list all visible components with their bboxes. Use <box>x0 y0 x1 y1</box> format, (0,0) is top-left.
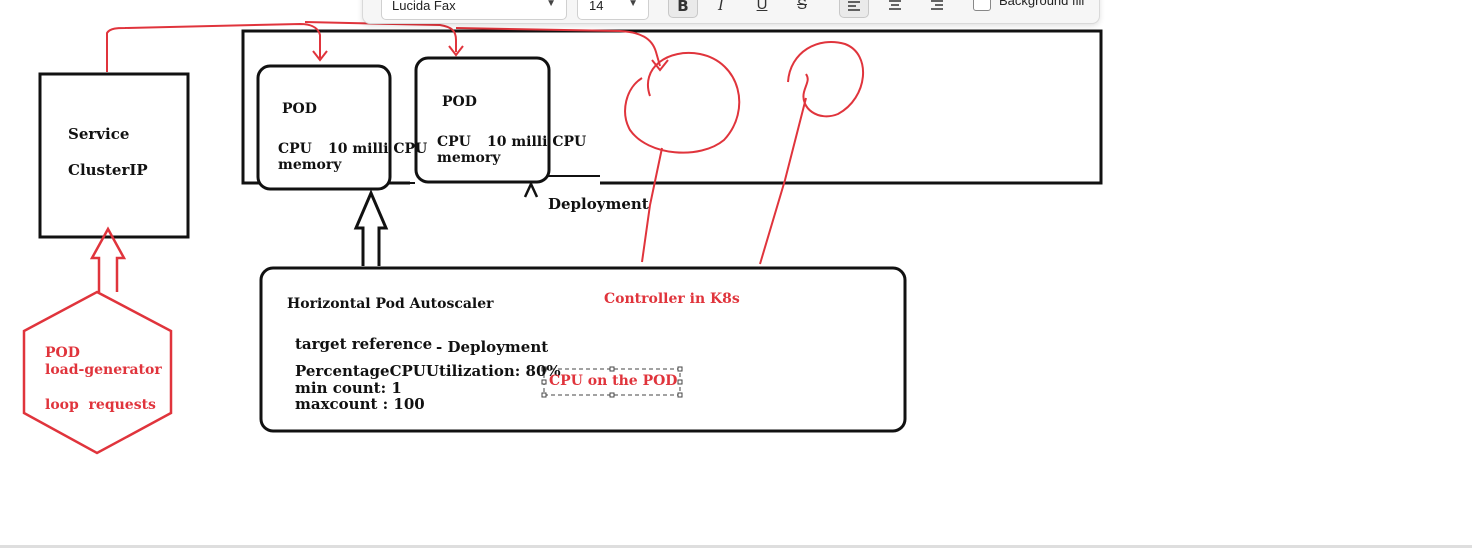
pod1-memory-label[interactable]: memory <box>278 157 342 173</box>
selection-handle[interactable] <box>541 392 547 398</box>
service-routing-line <box>106 22 321 72</box>
pod2-title[interactable]: POD <box>442 94 477 110</box>
font-family-value: Lucida Fax <box>392 0 456 13</box>
align-center-button[interactable] <box>880 0 910 18</box>
hpa-title[interactable]: Horizontal Pod Autoscaler <box>287 296 494 312</box>
pod2-box[interactable] <box>414 56 551 184</box>
pod1-box[interactable] <box>256 64 392 191</box>
strikethrough-button[interactable]: S <box>796 0 807 13</box>
italic-button[interactable]: I <box>718 0 724 14</box>
font-family-select[interactable]: Lucida Fax ▼ <box>381 0 567 20</box>
pod1-cpu-label[interactable]: CPU <box>278 141 312 157</box>
service-label[interactable]: Service <box>68 125 130 143</box>
cpu-utilization-note[interactable]: CPU on the POD <box>549 373 678 389</box>
text-format-toolbar: Lucida Fax ▼ 14 ▼ B I U S Background fil… <box>362 0 1100 24</box>
new-pod-scribble-1 <box>624 51 741 263</box>
selection-handle[interactable] <box>677 366 683 372</box>
pod2-cpu-value[interactable]: 10 milli CPU <box>487 134 587 150</box>
selection-handle[interactable] <box>609 392 615 398</box>
selection-handle[interactable] <box>609 366 615 372</box>
controller-note[interactable]: Controller in K8s <box>604 291 740 307</box>
background-fill-checkbox[interactable] <box>973 0 991 11</box>
deployment-label[interactable]: Deployment <box>548 195 649 213</box>
chevron-down-icon: ▼ <box>546 0 556 9</box>
deployment-frame[interactable] <box>241 29 1103 185</box>
background-fill-label: Background fill <box>999 0 1085 8</box>
route-arrowhead-3 <box>651 59 669 72</box>
bold-button[interactable]: B <box>668 0 698 18</box>
pod2-cpu-label[interactable]: CPU <box>437 134 471 150</box>
chevron-down-icon: ▼ <box>628 0 638 9</box>
selection-handle[interactable] <box>541 366 547 372</box>
target-reference-label[interactable]: target reference <box>295 335 433 353</box>
window-bottom-edge <box>0 545 1472 548</box>
load-gen-name[interactable]: load-generator <box>45 362 162 378</box>
deployment-caret <box>523 181 539 198</box>
align-right-icon <box>931 0 943 10</box>
underline-button[interactable]: U <box>756 0 768 13</box>
font-size-value: 14 <box>589 0 604 13</box>
align-left-icon <box>848 1 860 11</box>
pod1-cpu-value[interactable]: 10 milli CPU <box>328 141 428 157</box>
selection-handle[interactable] <box>677 379 683 385</box>
align-right-button[interactable] <box>922 0 952 18</box>
target-reference-value[interactable]: - Deployment <box>436 338 549 356</box>
pod1-cpu-value-clip: 10 milli CPU <box>328 141 427 161</box>
load-to-service-arrow[interactable] <box>89 226 127 292</box>
align-left-button[interactable] <box>839 0 869 18</box>
font-size-select[interactable]: 14 ▼ <box>577 0 649 20</box>
selection-handle[interactable] <box>677 392 683 398</box>
load-gen-requests[interactable]: loop requests <box>45 397 156 413</box>
min-count-setting[interactable]: min count: 1 <box>295 379 402 397</box>
pod2-memory-label[interactable]: memory <box>437 150 501 166</box>
load-gen-title[interactable]: POD <box>45 345 80 361</box>
route-arrowhead-2 <box>448 45 464 57</box>
new-pod-scribble-2 <box>759 41 865 265</box>
hpa-to-pod-arrow[interactable] <box>353 189 389 266</box>
pod1-title[interactable]: POD <box>282 101 317 117</box>
service-routing-line-2 <box>304 21 457 52</box>
load-generator-hexagon[interactable] <box>22 290 173 455</box>
selection-handle[interactable] <box>541 379 547 385</box>
align-center-icon <box>889 0 901 10</box>
max-count-setting[interactable]: maxcount : 100 <box>295 395 425 413</box>
hpa-box[interactable] <box>259 266 907 433</box>
cpu-utilization-setting[interactable]: PercentageCPUUtilization: 80% <box>295 362 561 380</box>
service-routing-line-3 <box>455 27 661 67</box>
service-box[interactable] <box>38 72 190 239</box>
service-type-label[interactable]: ClusterIP <box>68 161 148 179</box>
route-arrowhead-1 <box>312 50 328 62</box>
